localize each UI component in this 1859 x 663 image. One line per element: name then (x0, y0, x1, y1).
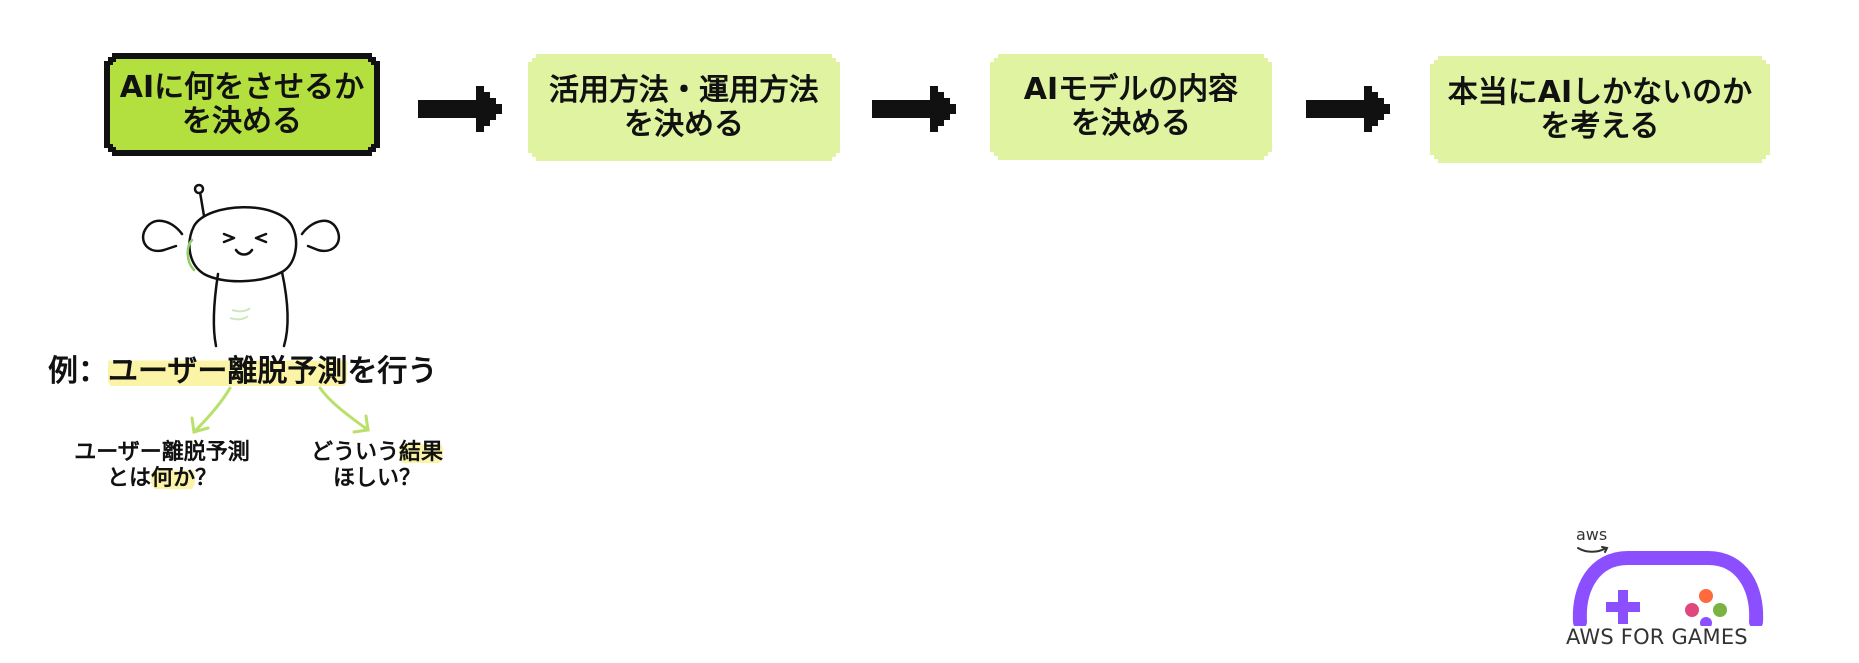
question-right: どういう結果 ほしい？ (296, 440, 458, 492)
question-right-pre: どういう (310, 440, 399, 465)
branch-arrow-right-icon (318, 386, 370, 432)
question-left-pre: とは (106, 466, 151, 491)
branch-arrows (190, 386, 370, 434)
branch-arrow-left-icon (192, 386, 232, 434)
arrow-right-icon (418, 86, 502, 132)
example-suffix: を行う (347, 354, 438, 389)
question-left-post: ？ (195, 466, 218, 491)
step-2-label: 活用方法・運用方法 を決める (549, 72, 819, 142)
step-1-box: AIに何をさせるか を決める (104, 53, 380, 156)
brand-text: AWS FOR GAMES (1566, 625, 1748, 649)
step-3-box: AIモデルの内容 を決める (990, 54, 1272, 160)
question-left: ユーザー離脱予測 とは何か？ (58, 440, 266, 492)
step-4-label: 本当にAIしかないのか を考える (1447, 74, 1753, 144)
aws-smile-icon (1577, 546, 1609, 553)
robot-mascot-icon (141, 183, 341, 348)
example-statement: 例：ユーザー離脱予測を行う (48, 346, 437, 390)
question-right-line2: ほしい？ (332, 466, 421, 491)
step-4-box: 本当にAIしかないのか を考える (1430, 56, 1770, 163)
game-controller-logo-icon (1572, 551, 1764, 626)
example-highlight: ユーザー離脱予測 (108, 354, 348, 389)
aws-wordmark: aws (1576, 525, 1608, 544)
step-2-box: 活用方法・運用方法 を決める (528, 54, 840, 161)
arrow-right-icon (872, 86, 956, 132)
step-1-label: AIに何をさせるか を決める (119, 69, 365, 139)
question-left-highlight: 何か (150, 466, 195, 491)
step-3-label: AIモデルの内容 を決める (1023, 72, 1239, 141)
arrow-right-icon (1306, 86, 1390, 132)
example-prefix: 例： (48, 354, 108, 389)
question-right-highlight: 結果 (399, 440, 444, 465)
question-left-line1: ユーザー離脱予測 (74, 440, 250, 465)
